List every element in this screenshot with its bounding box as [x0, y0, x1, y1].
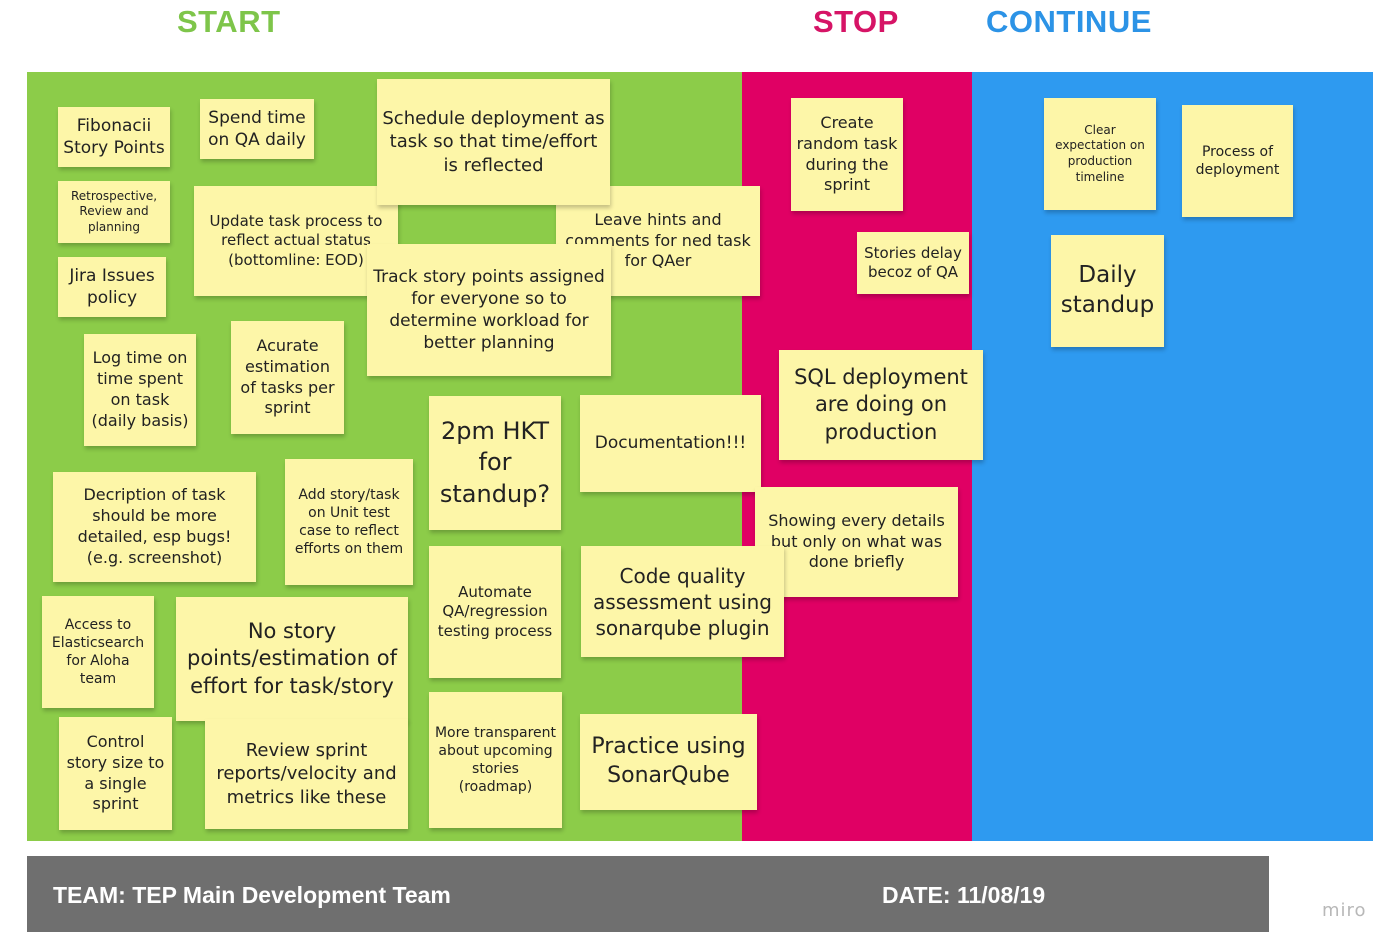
note-text: Retrospective, Review and planning — [70, 188, 158, 234]
note-text: Practice using SonarQube — [591, 734, 746, 788]
sticky-note[interactable]: Update task process to reflect actual st… — [194, 186, 398, 296]
sticky-note[interactable]: Documentation!!! — [580, 395, 761, 492]
sticky-note[interactable]: Decription of task should be more detail… — [53, 472, 256, 582]
note-text: More transparent about upcoming stories … — [434, 724, 557, 796]
note-text: Schedule deployment as task so that time… — [382, 107, 605, 176]
sticky-note[interactable]: Track story points assigned for everyone… — [367, 244, 611, 376]
sticky-note[interactable]: Clear expectation on production timeline — [1044, 98, 1156, 210]
note-text: Fibonacii Story Points — [63, 115, 165, 158]
sticky-note[interactable]: Automate QA/regression testing process — [429, 546, 561, 678]
sticky-note[interactable]: Retrospective, Review and planning — [58, 181, 170, 243]
sticky-note[interactable]: Code quality assessment using sonarqube … — [581, 546, 784, 657]
note-text: Create random task during the sprint — [796, 112, 898, 195]
sticky-note[interactable]: Log time on time spent on task (daily ba… — [84, 334, 196, 446]
note-text: Update task process to reflect actual st… — [209, 211, 383, 269]
sticky-note[interactable]: 2pm HKT for standup? — [429, 396, 561, 530]
note-text: Acurate estimation of tasks per sprint — [240, 335, 335, 418]
sticky-note[interactable]: Control story size to a single sprint — [59, 717, 172, 830]
sticky-note[interactable]: Acurate estimation of tasks per sprint — [231, 321, 344, 434]
note-text: Track story points assigned for everyone… — [373, 266, 605, 354]
note-text: Process of deployment — [1195, 143, 1280, 178]
note-text: Review sprint reports/velocity and metri… — [216, 739, 397, 808]
sticky-note[interactable]: Process of deployment — [1182, 105, 1293, 217]
note-text: Leave hints and comments for ned task fo… — [565, 209, 751, 271]
note-text: Showing every details but only on what w… — [768, 510, 945, 572]
note-text: Decription of task should be more detail… — [77, 485, 232, 567]
note-text: SQL deployment are doing on production — [794, 365, 968, 444]
miro-logo: miro — [1322, 900, 1367, 921]
note-text: 2pm HKT for standup? — [439, 417, 551, 508]
sticky-note[interactable]: Add story/task on Unit test case to refl… — [285, 459, 413, 585]
footer-bar: TEAM: TEP Main Development Team DATE: 11… — [27, 856, 1269, 932]
sticky-note[interactable]: SQL deployment are doing on production — [779, 350, 983, 460]
team-label: TEAM: TEP Main Development Team — [53, 882, 451, 908]
sticky-note[interactable]: Create random task during the sprint — [791, 98, 903, 211]
sticky-note[interactable]: Stories delay becoz of QA — [857, 232, 969, 294]
note-text: Clear expectation on production timeline — [1055, 122, 1145, 184]
date-label: DATE: 11/08/19 — [882, 882, 1046, 908]
sticky-note[interactable]: Review sprint reports/velocity and metri… — [205, 719, 408, 829]
note-text: Jira Issues policy — [69, 265, 155, 308]
stop-column-header: STOP — [813, 4, 899, 39]
sticky-note[interactable]: Spend time on QA daily — [200, 99, 314, 159]
sticky-note[interactable]: Showing every details but only on what w… — [755, 487, 958, 597]
note-text: Spend time on QA daily — [208, 107, 306, 150]
sticky-note[interactable]: Practice using SonarQube — [580, 714, 757, 810]
note-text: Automate QA/regression testing process — [437, 582, 553, 640]
note-text: Stories delay becoz of QA — [864, 243, 962, 282]
note-text: Access to Elasticsearch for Aloha team — [51, 616, 145, 688]
note-text: Add story/task on Unit test case to refl… — [294, 486, 404, 558]
note-text: Control story size to a single sprint — [66, 731, 165, 814]
sticky-note[interactable]: No story points/estimation of effort for… — [176, 597, 408, 721]
sticky-note[interactable]: Jira Issues policy — [58, 257, 166, 317]
sticky-note[interactable]: Access to Elasticsearch for Aloha team — [42, 596, 154, 708]
sticky-note[interactable]: Schedule deployment as task so that time… — [377, 79, 610, 205]
note-text: Daily standup — [1060, 262, 1155, 318]
note-text: Log time on time spent on task (daily ba… — [91, 348, 189, 430]
note-text: Documentation!!! — [594, 433, 747, 454]
sticky-note[interactable]: Fibonacii Story Points — [58, 107, 170, 167]
start-column-header: START — [177, 4, 281, 39]
continue-column-header: CONTINUE — [986, 4, 1152, 39]
continue-column[interactable] — [972, 72, 1373, 841]
note-text: Code quality assessment using sonarqube … — [593, 563, 772, 640]
sticky-note[interactable]: More transparent about upcoming stories … — [429, 692, 562, 828]
sticky-note[interactable]: Daily standup — [1051, 235, 1164, 347]
note-text: No story points/estimation of effort for… — [187, 619, 397, 698]
